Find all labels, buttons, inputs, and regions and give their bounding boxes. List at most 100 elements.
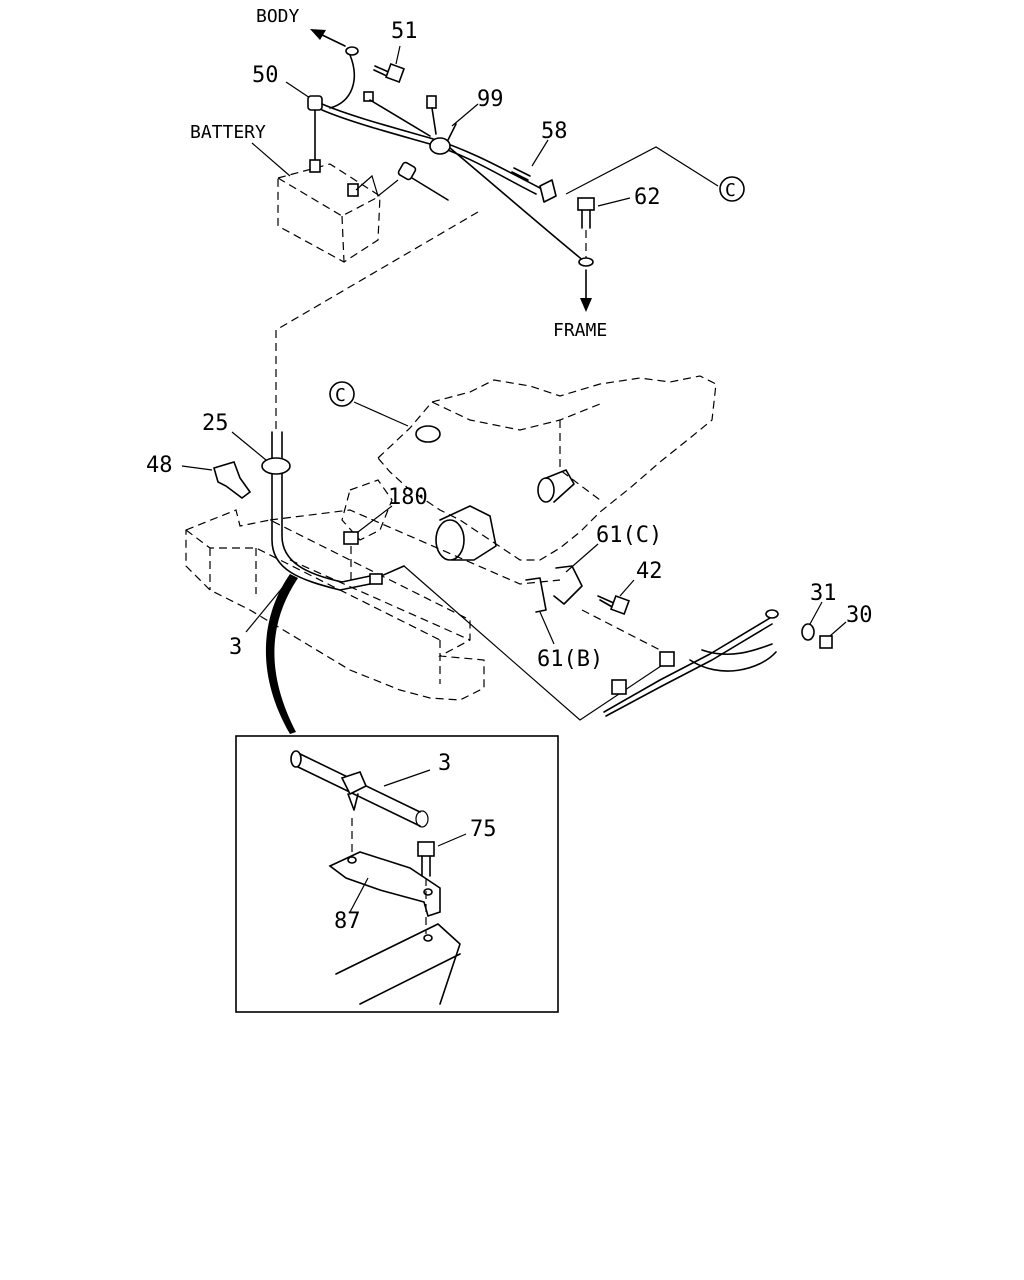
bolt-62-head [577,197,595,211]
battery-zigzag-link [355,174,399,198]
callout-c-line-top [565,146,719,195]
leader-87 [349,877,369,913]
label-frame: FRAME [553,320,607,341]
leader-99 [451,103,479,127]
engine-area: C 25 [146,375,873,734]
inset-detail: 3 87 75 [235,735,559,1013]
label-62: 62 [634,185,661,210]
leader-62 [597,197,631,207]
leader-61c [565,543,599,573]
bolt-75-head [417,841,435,857]
frame-ground-lug [578,257,594,267]
label-battery: BATTERY [190,122,266,143]
engine-block-details [431,401,601,501]
negative-cable-stub [411,177,449,201]
battery [277,159,381,263]
frame-ground-cable [449,147,586,263]
leader-31 [809,601,823,625]
plate-87-hole-b [423,888,433,896]
bolt-75-shank [421,855,431,877]
leader-48 [181,465,213,471]
positive-cable-upper [321,103,541,189]
harness-ring-terminal [765,609,779,619]
body-ground-lead [329,54,355,109]
clamp-25 [261,457,291,475]
clip-99 [429,137,451,155]
plate-87-hole-a [347,856,357,864]
label-body: BODY [256,6,300,27]
cable-route-dashed [275,211,479,434]
detail-swoop-arrow [265,574,298,734]
battery-post-negative [309,159,321,173]
leader-25 [231,431,267,461]
leader-c-engine [353,401,409,427]
label-58: 58 [541,119,568,144]
harness-branch-b [701,643,773,656]
callout-c-top-letter: C [725,180,736,201]
connector-lead-a [369,99,431,137]
label-87: 87 [334,909,361,934]
bracket-58 [539,179,557,203]
inset-clamp [340,771,368,796]
label-99: 99 [477,87,504,112]
fan-pulley [341,479,393,541]
leader-inset-3 [383,769,431,787]
harness-connector-b [659,651,675,667]
label-31: 31 [810,581,837,606]
terminal-50 [307,95,323,111]
label-25: 25 [202,411,229,436]
leader-75 [437,833,467,847]
body-ground-lug [345,46,359,56]
battery-body-outline [277,163,381,263]
battery-cable-assembly: BODY 51 50 99 58 [190,6,745,434]
label-180: 180 [388,485,428,510]
cable-3-left [271,431,371,591]
harness-connector-a [611,679,627,695]
negative-terminal [397,161,417,181]
label-61b: 61(B) [537,647,603,672]
washer-31 [801,623,815,641]
leader-30 [829,621,847,637]
label-50: 50 [252,63,279,88]
cable-3-end-terminal [369,573,383,585]
label-48: 48 [146,453,173,478]
positive-cable-lower [321,109,537,195]
starter-body [545,469,575,503]
leader-61b [539,611,555,645]
surface-hole [423,934,433,942]
connector-small-b [426,95,437,109]
harness-connect-line [403,565,665,721]
crossmember-outline [185,509,485,701]
nut-180 [343,531,359,545]
inset-mounting-surface [335,923,461,1005]
body-arrow-head [310,29,326,40]
leader-58 [531,139,549,167]
battery-post-positive [347,183,359,197]
harness-main-lower [605,623,773,717]
starter-end [537,477,555,503]
alternator-housing [439,505,497,561]
harness-main-upper [603,617,771,713]
bolt-42-head [610,595,630,615]
harness-branch-a [689,651,777,672]
clip-48 [213,461,252,499]
starter-harness [603,609,779,717]
connector-small-a [363,91,374,102]
callout-c-top [719,176,745,202]
clip-99-tab [447,123,457,141]
leader-50 [285,81,311,99]
alternator-body [435,519,465,561]
frame-arrow-head [580,298,592,312]
starter-motor [537,469,575,503]
clip-48-body [213,461,252,499]
inset-cable-end [290,750,302,768]
label-inset-3: 3 [438,751,451,776]
connector-lead-b [431,107,437,135]
bolt-58-shank [511,167,531,181]
label-51: 51 [391,19,418,44]
leader-42 [619,579,635,597]
bolt-51-head [385,63,405,83]
label-3: 3 [229,635,242,660]
label-61c: 61(C) [596,523,662,548]
